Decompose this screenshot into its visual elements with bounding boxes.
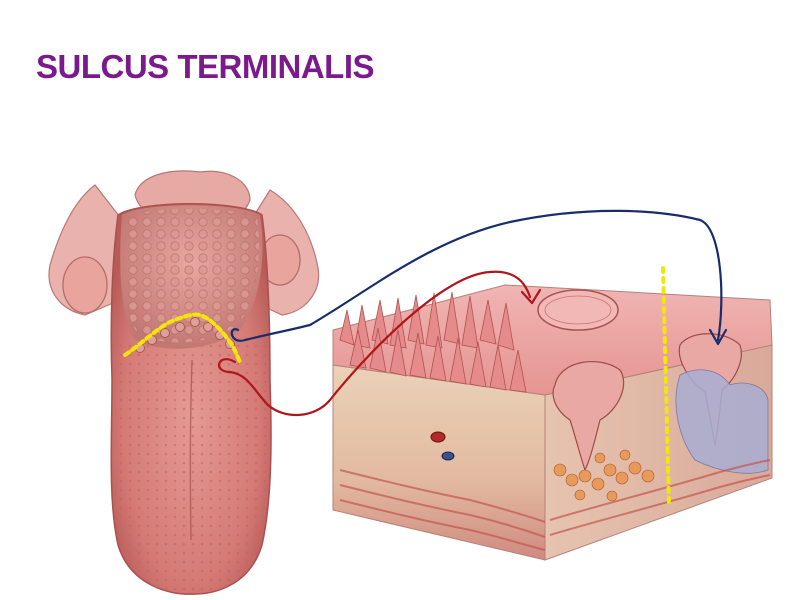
median-sulcus [189, 359, 193, 541]
muscle-fibers [339, 459, 771, 551]
sulcus-terminalis-marker [123, 312, 242, 364]
tongue-illustration [48, 170, 320, 595]
vallate-papilla-section-1 [552, 361, 625, 472]
palatine-tonsil-left [62, 256, 108, 314]
serous-glands [675, 369, 769, 474]
vallate-papilla-rim [544, 295, 612, 325]
von-ebner-glands [553, 449, 655, 502]
vallate-papilla-top [537, 289, 619, 331]
sulcus-section-marker [661, 266, 671, 507]
connector-arrows [218, 209, 728, 417]
blood-vessels [430, 431, 455, 461]
slide-title: SULCUS TERMINALIS [36, 48, 375, 85]
red-arrowhead [520, 288, 542, 305]
blue-arrow [230, 209, 723, 342]
blue-arrowhead [708, 328, 728, 346]
tissue-block-illustration [332, 266, 773, 561]
block-front-face [332, 364, 546, 561]
red-arrow [218, 270, 532, 417]
tongue-papillae-texture [113, 340, 271, 595]
lingual-tonsil-texture [123, 209, 259, 343]
